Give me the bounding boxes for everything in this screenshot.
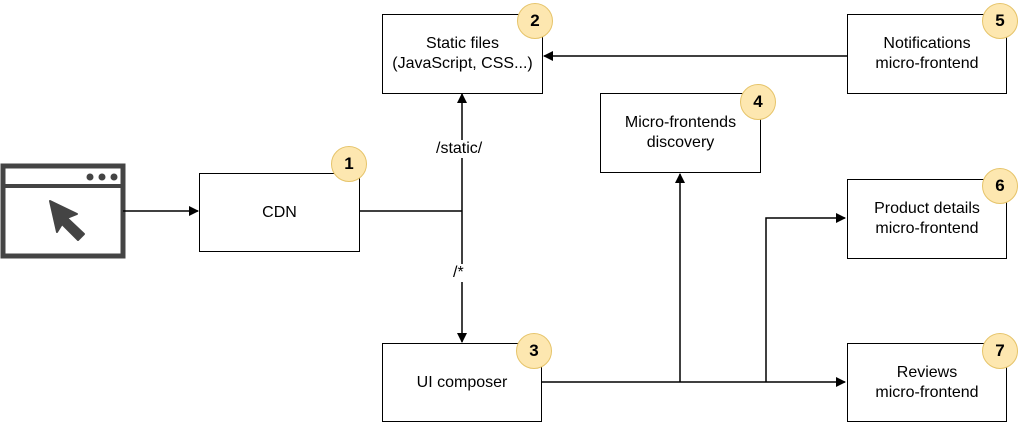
- browser-window-icon: [0, 163, 126, 259]
- badge-7: 7: [982, 333, 1018, 369]
- product-details-box: Product details micro-frontend: [847, 179, 1007, 259]
- notifications-box: Notifications micro-frontend: [847, 14, 1007, 94]
- edge-label-static: /static/: [434, 140, 485, 158]
- ui-composer-label: UI composer: [416, 373, 508, 391]
- badge-6: 6: [982, 168, 1018, 204]
- badge-1: 1: [331, 146, 367, 182]
- badge-2: 2: [517, 3, 553, 39]
- edge-label-wildcard: /*: [451, 264, 466, 282]
- ui-composer-box: UI composer: [382, 343, 542, 422]
- static-files-label: Static files (JavaScript, CSS...): [392, 35, 533, 72]
- notifications-label: Notifications micro-frontend: [875, 35, 979, 72]
- cdn-box: CDN: [199, 173, 360, 252]
- edge-composer-to-product: [765, 213, 846, 382]
- badge-5: 5: [982, 3, 1018, 39]
- discovery-box: Micro-frontends discovery: [600, 93, 761, 173]
- badge-3: 3: [516, 333, 552, 369]
- cdn-label: CDN: [262, 203, 297, 221]
- badge-4: 4: [740, 84, 776, 120]
- reviews-box: Reviews micro-frontend: [847, 343, 1007, 422]
- static-files-box: Static files (JavaScript, CSS...): [382, 14, 543, 94]
- reviews-label: Reviews micro-frontend: [875, 363, 979, 401]
- discovery-label: Micro-frontends discovery: [624, 114, 737, 151]
- product-details-label: Product details micro-frontend: [874, 200, 980, 237]
- mouse-cursor-icon: [49, 200, 85, 241]
